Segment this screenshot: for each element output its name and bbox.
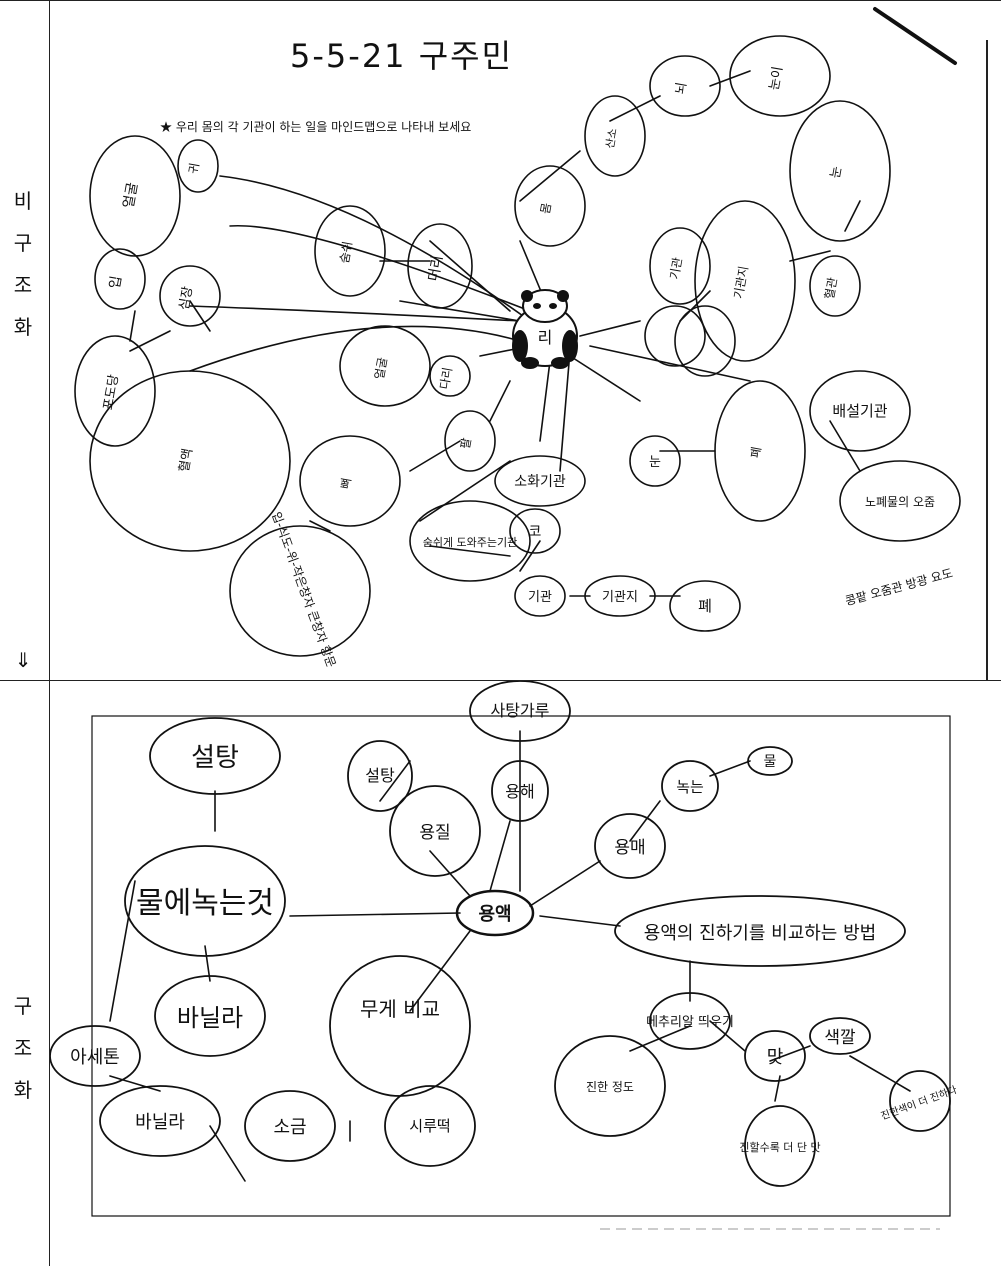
bottom-node-label: 사탕가루 <box>491 701 550 720</box>
bottom-node-label: 물 <box>764 754 777 770</box>
top-node-label: 혈액 <box>177 447 196 473</box>
top-node-label: 귀 <box>186 162 202 175</box>
bottom-node-label: 아세톤 <box>70 1047 120 1068</box>
top-node-label: 코 <box>529 524 542 540</box>
top-node-label: 포도당 <box>101 373 122 411</box>
frame-column-divider <box>49 0 50 1266</box>
top-node-label: 기관지 <box>602 590 638 605</box>
bottom-center-label: 용액 <box>478 904 511 925</box>
top-node-label: 콩팥 오줌관 방광 요도 <box>844 566 955 608</box>
bottom-node-label: 맛 <box>767 1047 784 1068</box>
panda-doodle-icon <box>512 289 578 369</box>
top-node-label: 몸 <box>538 202 554 215</box>
bottom-node-label: 용매 <box>614 838 645 858</box>
bottom-node-label: 메추리알 띄우기 <box>646 1015 734 1030</box>
side-char: 조 <box>13 1036 33 1060</box>
handwritten-title: 5-5-21 구주민 <box>290 37 514 75</box>
top-node-label: 기관지 <box>731 265 751 300</box>
bottom-node-label: 무게 비교 <box>360 997 440 1021</box>
side-label-structured: 구 조 화 <box>0 985 46 1111</box>
side-char: 조 <box>13 273 33 297</box>
top-node-label: 입 <box>107 275 125 290</box>
top-node-label: 폐 <box>748 446 764 459</box>
top-node-label: 얼굴 <box>372 356 390 380</box>
top-node-label: 기관 <box>667 256 685 280</box>
top-node-label: 입-식도-위-작은창자 큰창자 항문 <box>269 510 338 669</box>
top-node-label: 혈관 <box>822 276 840 300</box>
top-node-label: 폐 <box>698 597 712 615</box>
top-node-label: 팔 <box>458 437 474 450</box>
bottom-mindmap-drawing: 용액 설탕 물에녹는것 바닐라 아세톤 바닐라 소금 무게 비교 시루떡 설탕 … <box>50 681 959 1230</box>
top-node-label: 얼굴 <box>121 181 141 209</box>
top-node-label: 숨쉬게 도와주는기관 <box>423 536 518 549</box>
top-node-label: 노폐물의 오줌 <box>865 495 935 509</box>
bottom-node-label: 소금 <box>273 1117 306 1138</box>
top-node-label: 기관 <box>528 590 552 605</box>
frame-middle-divider <box>0 680 1001 681</box>
top-node-label: 소화기관 <box>514 474 566 490</box>
top-node-label: 숨쉬 <box>337 240 355 264</box>
bottom-node-label: 진할수록 더 단 맛 <box>739 1141 820 1154</box>
bottom-node-label: 진한 정도 <box>586 1080 634 1094</box>
structured-mindmap-panel: 용액 설탕 물에녹는것 바닐라 아세톤 바닐라 소금 무게 비교 시루떡 설탕 … <box>50 681 986 1266</box>
down-arrow-icon: ⇓ <box>14 648 32 672</box>
bottom-node-label: 바닐라 <box>135 1112 185 1133</box>
side-char: 비 <box>13 189 33 213</box>
bottom-node-label: 용액의 진하기를 비교하는 방법 <box>644 923 876 944</box>
top-node-label: 눈 <box>828 165 845 179</box>
top-mindmap-drawing: 리 얼굴 귀 입 심장 포도당 혈액 숨쉬 머리 얼굴 다리 팔 뼈 숨쉬게 도… <box>74 7 961 669</box>
side-char: 구 <box>13 994 33 1018</box>
top-node-label: 다리 <box>437 366 455 390</box>
top-node-label: 산소 <box>603 127 619 149</box>
side-char: 화 <box>13 315 33 339</box>
side-char: 구 <box>13 231 33 255</box>
bottom-node-label: 용해 <box>505 782 534 801</box>
frame-right-line <box>986 40 988 680</box>
frame-top-line <box>0 0 1001 1</box>
bottom-node-label: 용질 <box>419 823 450 843</box>
top-node-label: 뇌 <box>673 81 690 95</box>
top-node-label: 배설기관 <box>832 402 887 420</box>
bottom-node-label: 바닐라 <box>177 1004 243 1032</box>
top-node-label: 뼈 <box>338 477 354 490</box>
top-node-label: 눈이 <box>767 65 786 91</box>
bottom-node-label: 녹는 <box>676 778 704 796</box>
unstructured-mindmap-panel: 5-5-21 구주민 ★ 우리 몸의 각 기관이 하는 일을 마인드맵으로 나타… <box>50 1 986 680</box>
bottom-node-label: 설탕 <box>191 743 239 773</box>
side-char: 화 <box>13 1078 33 1102</box>
bottom-node-label: 색깔 <box>824 1028 856 1048</box>
top-node-label: 머리 <box>426 254 446 282</box>
top-node-label: 심장 <box>177 285 196 311</box>
bottom-node-label: 설탕 <box>365 766 395 785</box>
top-node-label: 눈 <box>649 455 661 470</box>
side-label-unstructured: 비 구 조 화 <box>0 180 46 348</box>
bottom-node-label: 물에녹는것 <box>136 886 274 921</box>
top-center-label: 리 <box>538 328 553 347</box>
bottom-node-label: 시루떡 <box>409 1117 450 1135</box>
instruction-text: ★ 우리 몸의 각 기관이 하는 일을 마인드맵으로 나타내 보세요 <box>160 120 472 134</box>
